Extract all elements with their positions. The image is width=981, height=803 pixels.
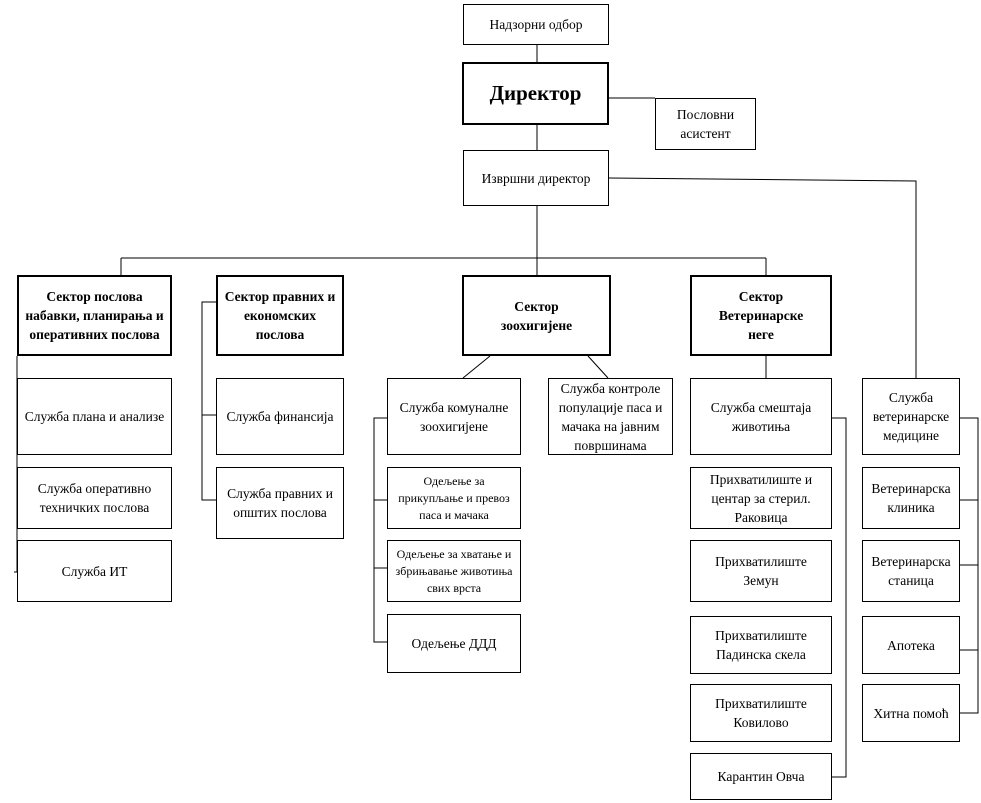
director-box: Директор bbox=[462, 62, 609, 125]
business-assistant-box: Пословни асистент bbox=[655, 98, 756, 150]
shelter-zemun-box: Прихватилиште Земун bbox=[690, 540, 832, 602]
connector-sector-3-right bbox=[587, 355, 609, 379]
service-operations-box: Служба оперативно техничких послова bbox=[17, 467, 172, 529]
service-finance-box: Служба финансија bbox=[216, 378, 344, 455]
shelter-kovilovo-box: Прихватилиште Ковилово bbox=[690, 684, 832, 742]
sector-vet-care-box: Сектор Ветеринарске неге bbox=[690, 275, 832, 356]
bracket-sector-2 bbox=[201, 301, 216, 501]
pharmacy-box: Апотека bbox=[862, 616, 960, 674]
bracket-sector-4 bbox=[831, 417, 847, 778]
sector-legal-box: Сектор правних и економских послова bbox=[216, 275, 344, 356]
executive-director-box: Извршни директор bbox=[463, 150, 609, 206]
quarantine-ovca-box: Карантин Овча bbox=[690, 753, 832, 800]
connector-executive-vet bbox=[608, 177, 917, 378]
service-vet-medicine-box: Служба ветеринарске медицине bbox=[862, 378, 960, 455]
service-legal-general-box: Служба правних и општих послова bbox=[216, 467, 344, 539]
shelter-rakovica-box: Прихватилиште и центар за стерил. Ракови… bbox=[690, 467, 832, 529]
supervisory-board-box: Надзорни одбор bbox=[463, 4, 609, 45]
service-communal-zoohygiene-box: Служба комуналне зоохигијене bbox=[387, 378, 521, 455]
department-capture-box: Одељење за хватање и збрињавање животиња… bbox=[387, 540, 521, 602]
service-housing-box: Служба смештаја животиња bbox=[690, 378, 832, 455]
sector-procurement-box: Сектор послова набавки, планирања и опер… bbox=[17, 275, 172, 356]
service-population-control-box: Служба контроле популације паса и мачака… bbox=[548, 378, 673, 455]
vet-station-box: Ветеринарска станица bbox=[862, 540, 960, 602]
department-collection-box: Одељење за прикупљање и превоз паса и ма… bbox=[387, 467, 521, 529]
shelter-padinska-skela-box: Прихватилиште Падинска скела bbox=[690, 616, 832, 674]
emergency-box: Хитна помоћ bbox=[862, 684, 960, 742]
connector-sector-3-left bbox=[462, 355, 491, 379]
bracket-sector-3 bbox=[373, 417, 387, 643]
service-planning-box: Служба плана и анализе bbox=[17, 378, 172, 455]
service-it-box: Служба ИТ bbox=[17, 540, 172, 602]
department-ddd-box: Одељење ДДД bbox=[387, 614, 521, 673]
sector-zoohygiene-box: Сектор зоохигијене bbox=[462, 275, 611, 356]
vet-clinic-box: Ветеринарска клиника bbox=[862, 467, 960, 529]
